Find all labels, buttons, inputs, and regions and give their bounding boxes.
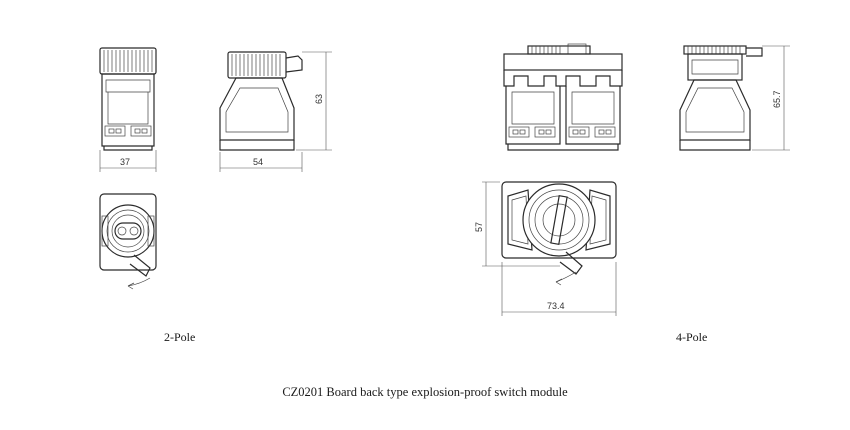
dim-four-pole-top-height: 57 (474, 222, 484, 232)
label-two-pole: 2-Pole (164, 330, 196, 344)
four-pole-front-view (503, 43, 623, 151)
four-pole-top-view: 57 73.4 (474, 181, 617, 316)
dim-two-pole-side-width: 54 (253, 157, 263, 167)
dim-two-pole-front-width: 37 (120, 157, 130, 167)
two-pole-side-view: 54 63 (219, 51, 332, 172)
four-pole-side-view: 65.7 (679, 45, 790, 151)
dim-four-pole-side-height: 65.7 (772, 90, 782, 108)
two-pole-front-view: 37 (99, 47, 157, 172)
label-four-pole: 4-Pole (676, 330, 708, 344)
two-pole-top-view (99, 193, 157, 290)
figure-caption: CZ0201 Board back type explosion-proof s… (282, 385, 568, 399)
dim-two-pole-side-height: 63 (314, 94, 324, 104)
dim-four-pole-top-width: 73.4 (547, 301, 565, 311)
